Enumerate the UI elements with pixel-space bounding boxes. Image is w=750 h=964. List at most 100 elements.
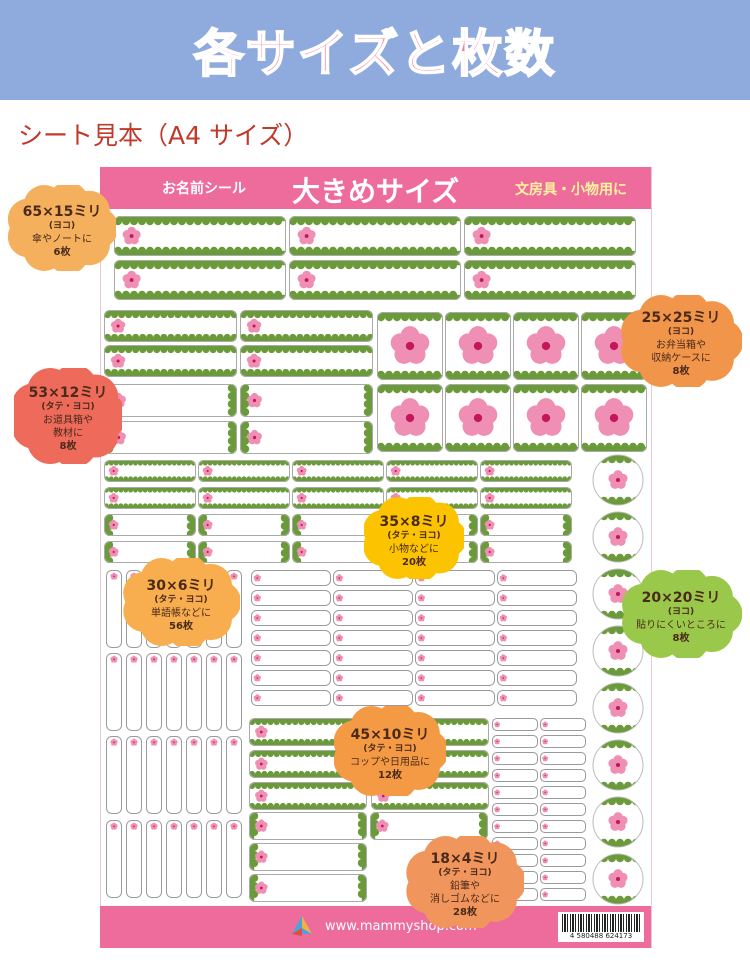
sticker-label	[540, 886, 586, 901]
sticker-label	[540, 733, 586, 748]
callout-text: (タテ・ヨコ)	[363, 743, 417, 754]
sticker-label	[249, 812, 367, 840]
sticker-label	[592, 853, 644, 905]
sticker-label	[126, 736, 142, 814]
callout-text: 単語帳などに	[151, 607, 211, 619]
sticker-label	[497, 690, 577, 706]
mammyshop-logo-icon	[292, 916, 312, 936]
callout-text: 鉛筆や	[450, 881, 480, 892]
sticker-label	[206, 736, 222, 814]
sticker-label	[146, 820, 162, 898]
sticker-label	[198, 460, 290, 482]
sticker-label	[492, 733, 538, 748]
sticker-label	[226, 736, 242, 814]
sticker-label	[497, 670, 577, 686]
sticker-label	[415, 630, 495, 646]
sticker-label	[540, 716, 586, 731]
sticker-label	[289, 260, 461, 300]
callout-cloud-icon	[123, 558, 240, 646]
sticker-label	[126, 820, 142, 898]
callout-text: 18×4ミリ	[430, 851, 500, 867]
callout-text: (ヨコ)	[667, 606, 695, 617]
sticker-label	[206, 820, 222, 898]
sticker-label	[445, 312, 511, 380]
callout-text: (ヨコ)	[48, 220, 76, 231]
sticker-label	[104, 514, 196, 536]
sticker-label	[464, 216, 636, 256]
sticker-label	[240, 421, 373, 454]
sticker-label	[480, 460, 572, 482]
sticker-label	[464, 260, 636, 300]
sticker-label	[592, 511, 644, 563]
callout-text: 収納ケースに	[651, 353, 711, 364]
callout-text: 貼りにくいところに	[636, 619, 726, 631]
sticker-label	[240, 310, 373, 342]
sticker-label	[106, 570, 122, 648]
sticker-label	[186, 653, 202, 731]
sticker-label	[206, 653, 222, 731]
sticker-label	[415, 690, 495, 706]
sheet-header-title: 大きめサイズ	[292, 175, 460, 208]
sticker-label	[104, 421, 237, 454]
sticker-label	[377, 384, 443, 452]
sticker-label	[333, 670, 413, 686]
callout-text: 8枚	[672, 366, 690, 377]
sticker-label	[104, 310, 237, 342]
sticker-label	[497, 630, 577, 646]
sticker-label	[415, 610, 495, 626]
sticker-label	[480, 487, 572, 509]
sticker-label	[492, 818, 538, 833]
callout-text: 傘やノートに	[32, 233, 92, 245]
sticker-label	[198, 541, 290, 563]
sticker-label	[386, 460, 478, 482]
sticker-label	[415, 670, 495, 686]
sticker-label	[333, 650, 413, 666]
top-banner: 各サイズと枚数	[0, 0, 750, 100]
sticker-label	[540, 784, 586, 799]
callout-cloud-icon	[406, 836, 524, 928]
sticker-label	[592, 625, 644, 677]
callout-text: (タテ・ヨコ)	[438, 868, 492, 878]
sticker-label	[480, 514, 572, 536]
callout-text: (タテ・ヨコ)	[41, 402, 95, 412]
sticker-label	[540, 852, 586, 867]
callout-text: 20枚	[402, 556, 426, 568]
sticker-label	[251, 570, 331, 586]
callout-text: コップや日用品に	[350, 756, 430, 768]
callout-text: 8枚	[672, 632, 690, 644]
sticker-label	[198, 487, 290, 509]
sticker-label	[186, 736, 202, 814]
sticker-label	[251, 610, 331, 626]
sticker-label	[492, 716, 538, 731]
callout-text: 12枚	[378, 769, 402, 781]
sticker-label	[497, 650, 577, 666]
sticker-label	[251, 630, 331, 646]
sticker-label	[513, 312, 579, 380]
sticker-label	[497, 590, 577, 606]
sticker-label	[240, 384, 373, 417]
sticker-label	[104, 487, 196, 509]
sticker-label	[592, 454, 644, 506]
callout-text: 消しゴムなどに	[430, 894, 500, 905]
callout-text: 30×6ミリ	[146, 577, 216, 594]
sticker-label	[592, 739, 644, 791]
sticker-label	[226, 653, 242, 731]
callout-text: 教材に	[53, 428, 83, 439]
callout-text: (タテ・ヨコ)	[387, 530, 441, 541]
sticker-label	[146, 736, 162, 814]
callout-cloud-icon	[14, 368, 122, 464]
callout-text: 8枚	[59, 441, 77, 452]
callout-cloud-icon	[364, 497, 464, 579]
sticker-label	[249, 874, 367, 902]
sticker-label	[251, 690, 331, 706]
callout-cloud-icon	[8, 185, 116, 271]
sheet-header-small: お名前シール	[162, 181, 246, 197]
callout-text: 28枚	[453, 907, 477, 918]
barcode-icon	[562, 914, 640, 932]
barcode-number: 4 580488 624173	[569, 932, 633, 940]
sticker-label	[333, 690, 413, 706]
callout-text: 65×15ミリ	[22, 203, 102, 220]
